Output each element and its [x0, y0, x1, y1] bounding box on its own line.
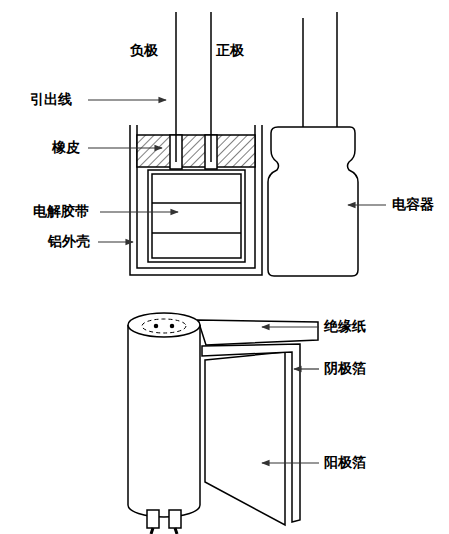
wound-element — [128, 313, 318, 534]
capacitor-outline — [268, 12, 358, 276]
part-label: 引出线 — [30, 91, 72, 108]
electrolyte-tape — [148, 170, 245, 262]
part-label: 电容器 — [392, 196, 434, 213]
part-label: 绝缘纸 — [324, 318, 366, 335]
leader-arrows — [88, 100, 386, 463]
part-label: 电解胶带 — [33, 203, 89, 220]
rubber-seal — [137, 135, 255, 167]
lead-tube — [147, 510, 159, 528]
part-label: 正极 — [216, 42, 244, 59]
insulating-paper — [198, 320, 318, 345]
part-label: 阴极箔 — [324, 360, 366, 377]
lead-tube — [169, 510, 181, 528]
lead-wire — [210, 12, 212, 162]
capacitor-section — [130, 12, 262, 275]
anode-foil — [205, 352, 285, 525]
part-label: 负极 — [130, 42, 158, 59]
part-label: 阳极箔 — [324, 454, 366, 471]
part-label: 铝外壳 — [48, 233, 90, 250]
cathode-foil — [202, 344, 300, 522]
lead-wire — [175, 12, 177, 162]
part-label: 橡皮 — [52, 139, 80, 156]
roll-body — [128, 325, 200, 517]
